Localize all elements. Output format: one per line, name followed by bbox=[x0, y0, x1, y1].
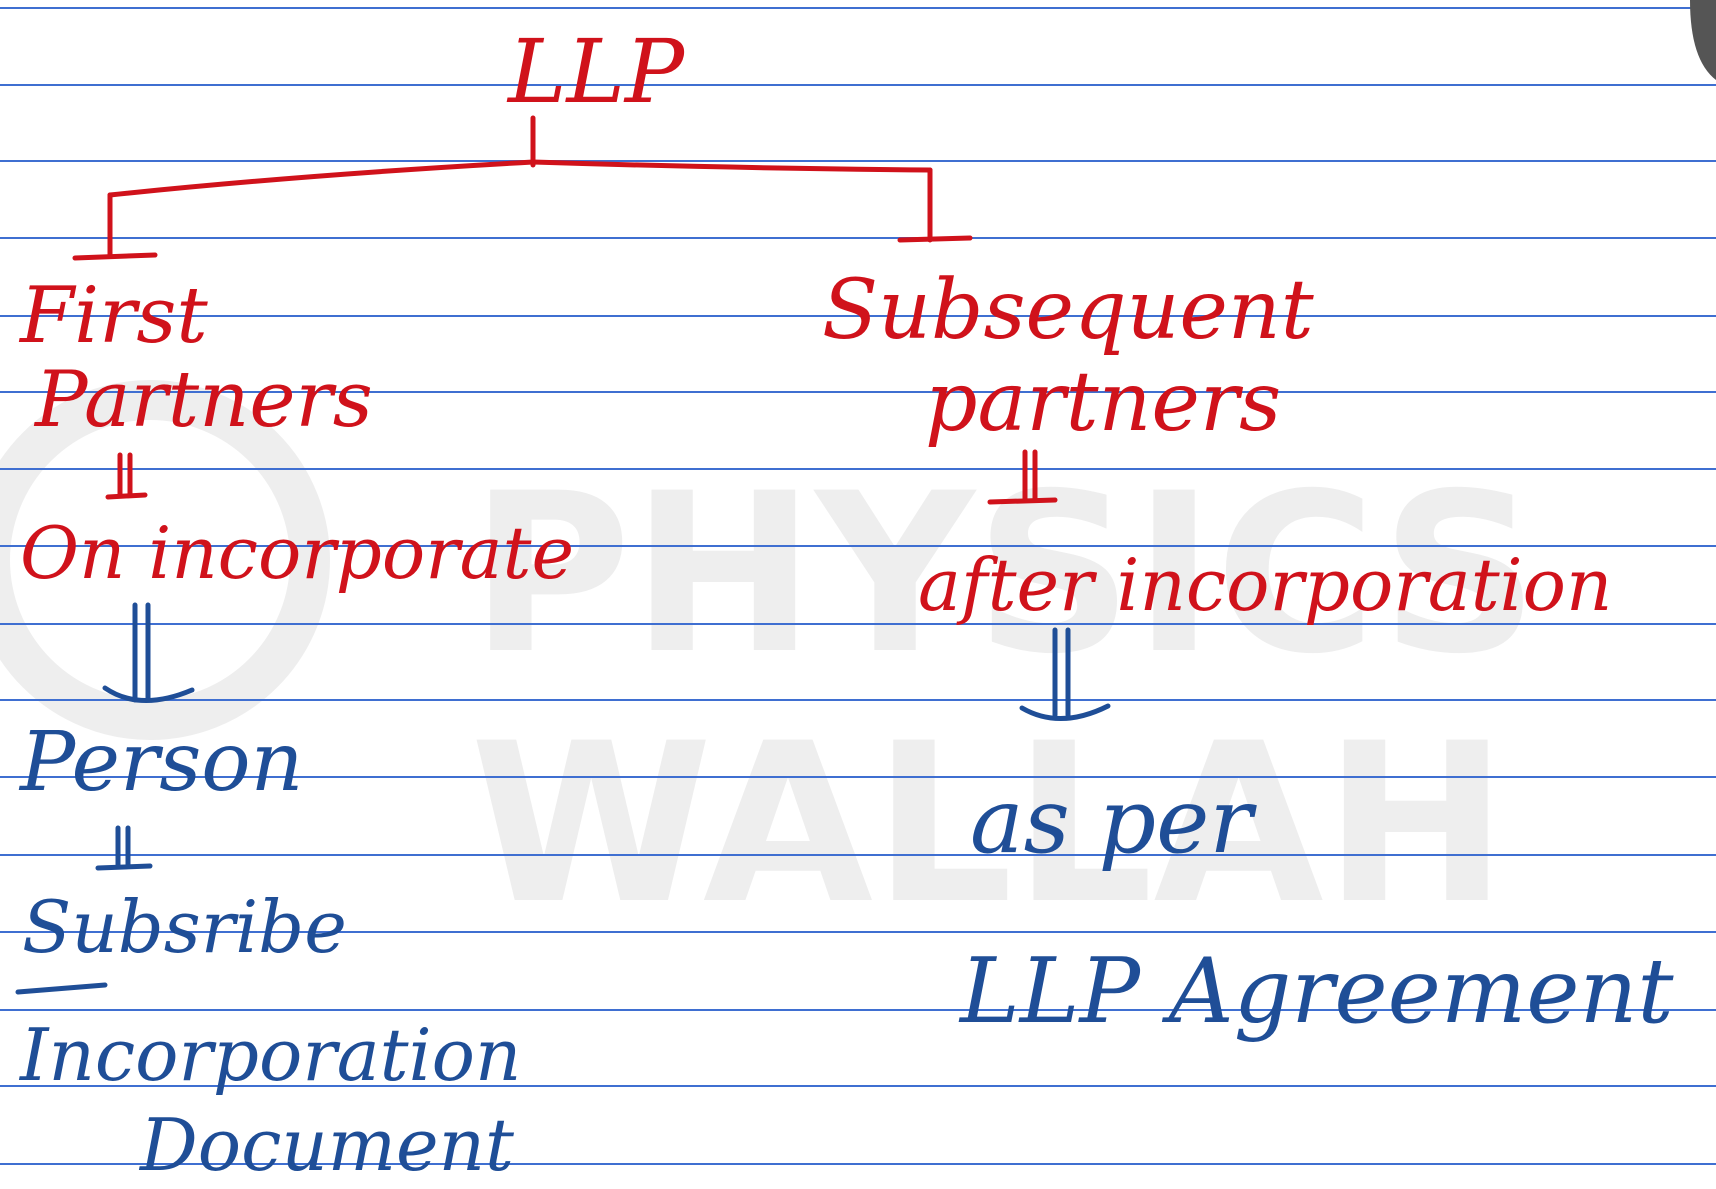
right-step2-line2: LLP Agreement bbox=[958, 939, 1674, 1044]
left-step3-line1: Subsribe bbox=[22, 885, 347, 969]
left-step3-line2: Incorporation bbox=[18, 1013, 521, 1097]
page-corner-shadow bbox=[1690, 0, 1716, 80]
arrow-left-2 bbox=[102, 602, 195, 703]
arrow-left-3 bbox=[95, 825, 153, 871]
left-step3-underline bbox=[15, 982, 108, 995]
tree-connectors bbox=[72, 115, 973, 261]
ruled-lines bbox=[0, 7, 1716, 1165]
watermark: PHYSICS WALLAH bbox=[0, 380, 1539, 952]
right-step1: after incorporation bbox=[918, 543, 1612, 627]
root-node-llp: LLP bbox=[506, 20, 686, 123]
left-heading-line1: First bbox=[18, 271, 208, 361]
right-heading-line2: partners bbox=[925, 355, 1281, 450]
watermark-logo bbox=[0, 380, 330, 740]
watermark-line2: WALLAH bbox=[470, 696, 1508, 952]
left-heading-line2: Partners bbox=[33, 355, 373, 445]
arrow-right-1 bbox=[987, 449, 1058, 505]
arrow-left-1 bbox=[105, 452, 148, 500]
right-heading-line1: Subsequent bbox=[822, 263, 1315, 358]
left-step3-line3: Document bbox=[138, 1103, 515, 1187]
left-step2: Person bbox=[18, 715, 303, 810]
arrow-right-2 bbox=[1019, 627, 1111, 721]
flow-arrows bbox=[95, 449, 1111, 871]
right-step2-line1: as per bbox=[970, 769, 1257, 874]
left-step1: On incorporate bbox=[20, 511, 574, 595]
watermark-line1: PHYSICS bbox=[470, 446, 1539, 702]
